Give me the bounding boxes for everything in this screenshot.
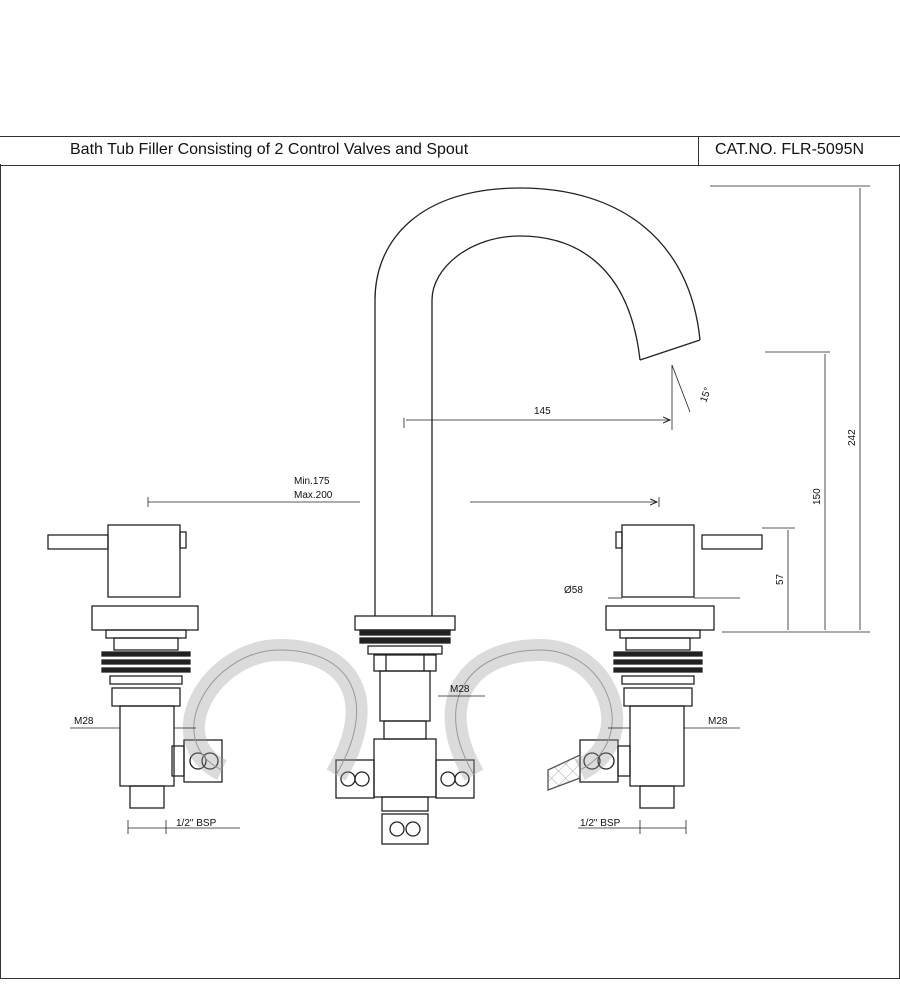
dim-spout-angle: 15° [698, 386, 714, 404]
dim-thread-left: M28 [74, 716, 94, 727]
catalog-number: CAT.NO. FLR-5095N [715, 141, 865, 158]
dim-center-max: Max.200 [294, 490, 333, 501]
dim-spout-reach: 145 [534, 406, 551, 417]
dim-thread-spout: M28 [450, 684, 470, 695]
title-block: Bath Tub Filler Consisting of 2 Control … [0, 136, 900, 166]
dim-bsp-left: 1/2" BSP [176, 818, 217, 829]
right-flex-hose [444, 638, 624, 791]
dim-handle-diameter: Ø58 [564, 585, 583, 596]
dim-overall-height: 242 [847, 429, 858, 446]
product-description: Bath Tub Filler Consisting of 2 Control … [70, 141, 469, 158]
title-divider [698, 137, 699, 165]
left-control-valve [47, 524, 223, 809]
spout [354, 187, 701, 812]
dim-handle-height: 57 [775, 573, 786, 585]
spout-tee-connector [335, 759, 475, 845]
right-control-valve [579, 524, 763, 809]
left-flex-hose [182, 638, 368, 781]
dim-outlet-height: 150 [812, 488, 823, 505]
dim-center-min: Min.175 [294, 476, 330, 487]
dim-bsp-right: 1/2" BSP [580, 818, 621, 829]
dim-thread-right: M28 [708, 716, 728, 727]
